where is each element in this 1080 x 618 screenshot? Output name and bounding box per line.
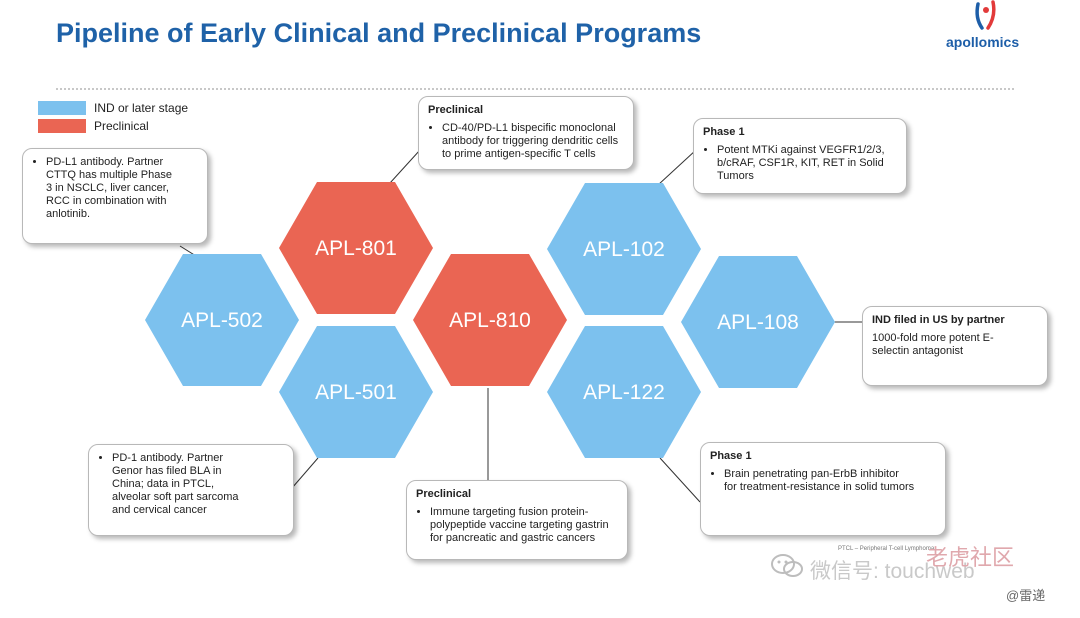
callout-apl-502-list: PD-L1 antibody. Partner CTTQ has multipl… (32, 156, 198, 221)
callout-apl-122-text: Brain penetrating pan-ErbB inhibitor for… (724, 468, 936, 494)
legend-swatch-ind (38, 101, 86, 115)
callout-apl-122-heading: Phase 1 (710, 450, 752, 462)
watermark-site: 老虎社区 (926, 545, 1015, 570)
hex-shape-apl-102 (547, 183, 701, 315)
page-title: Pipeline of Early Clinical and Preclinic… (56, 18, 702, 48)
callout-apl-122-list: Brain penetrating pan-ErbB inhibitor for… (710, 468, 936, 494)
legend-label-ind: IND or later stage (94, 101, 189, 115)
hexagon-apl-102[interactable]: APL-102 (547, 183, 701, 315)
hex-label-apl-102: APL-102 (583, 238, 665, 261)
hexagon-apl-501[interactable]: APL-501 (279, 326, 433, 458)
callout-apl-801: Preclinical CD-40/PD-L1 bispecific monoc… (418, 96, 634, 170)
hexagon-apl-810[interactable]: APL-810 (413, 254, 567, 386)
callout-apl-801-text: CD-40/PD-L1 bispecific monoclonal antibo… (442, 122, 624, 161)
hex-shape-apl-108 (681, 256, 835, 388)
hex-shape-apl-801 (279, 182, 433, 314)
hex-label-apl-122: APL-122 (583, 381, 665, 404)
callout-apl-108-text: 1000-fold more potent E- selectin antago… (872, 332, 994, 357)
hex-shape-apl-810 (413, 254, 567, 386)
hexagon-apl-502[interactable]: APL-502 (145, 254, 299, 386)
callout-apl-102: Phase 1 Potent MTKi against VEGFR1/2/3, … (693, 118, 907, 194)
hexagon-apl-801[interactable]: APL-801 (279, 182, 433, 314)
connector-apl-501 (291, 457, 319, 489)
callout-apl-108-heading: IND filed in US by partner (872, 314, 1005, 326)
hex-label-apl-801: APL-801 (315, 237, 397, 260)
callout-apl-502-text: PD-L1 antibody. Partner CTTQ has multipl… (46, 156, 198, 221)
logo-text: apollomics (946, 34, 1020, 50)
hex-label-apl-501: APL-501 (315, 381, 397, 404)
watermark-wechat: 微信号: touchweb (810, 560, 975, 583)
callout-apl-102-text: Potent MTKi against VEGFR1/2/3, b/cRAF, … (717, 144, 897, 183)
callout-apl-810-list: Immune targeting fusion protein- polypep… (416, 506, 618, 545)
callout-apl-501: PD-1 antibody. Partner Genor has filed B… (88, 444, 294, 536)
legend-label-preclinical: Preclinical (94, 119, 149, 133)
callout-apl-501-text: PD-1 antibody. Partner Genor has filed B… (112, 452, 284, 517)
callout-apl-801-list: CD-40/PD-L1 bispecific monoclonal antibo… (428, 122, 624, 161)
connector-apl-801 (389, 149, 421, 184)
connector-apl-122 (659, 457, 701, 503)
footnote: PTCL – Peripheral T-cell Lymphoma (838, 546, 935, 552)
legend-swatch-preclinical (38, 119, 86, 133)
hex-label-apl-108: APL-108 (717, 311, 799, 334)
hexagon-apl-122[interactable]: APL-122 (547, 326, 701, 458)
callout-apl-102-heading: Phase 1 (703, 126, 745, 138)
hex-shape-apl-502 (145, 254, 299, 386)
callout-apl-801-heading: Preclinical (428, 104, 484, 116)
apollomics-logo-icon (975, 0, 996, 30)
callout-apl-810: Preclinical Immune targeting fusion prot… (406, 480, 628, 560)
hex-shape-apl-501 (279, 326, 433, 458)
hexagon-apl-108[interactable]: APL-108 (681, 256, 835, 388)
callout-apl-502: PD-L1 antibody. Partner CTTQ has multipl… (22, 148, 208, 244)
callout-apl-501-list: PD-1 antibody. Partner Genor has filed B… (98, 452, 284, 517)
wechat-icon (771, 554, 803, 577)
callout-apl-108: IND filed in US by partner 1000-fold mor… (862, 306, 1048, 386)
hex-shape-apl-122 (547, 326, 701, 458)
connector-apl-102 (657, 149, 697, 186)
callout-apl-810-heading: Preclinical (416, 488, 472, 500)
watermark-author: @雷递 (1006, 588, 1046, 603)
callout-apl-102-list: Potent MTKi against VEGFR1/2/3, b/cRAF, … (703, 144, 897, 183)
connector-lines (179, 149, 862, 503)
callout-apl-122: Phase 1 Brain penetrating pan-ErbB inhib… (700, 442, 946, 536)
hex-label-apl-502: APL-502 (181, 309, 263, 332)
callout-apl-810-text: Immune targeting fusion protein- polypep… (430, 506, 618, 545)
hex-label-apl-810: APL-810 (449, 309, 531, 332)
title-divider (56, 88, 1014, 90)
